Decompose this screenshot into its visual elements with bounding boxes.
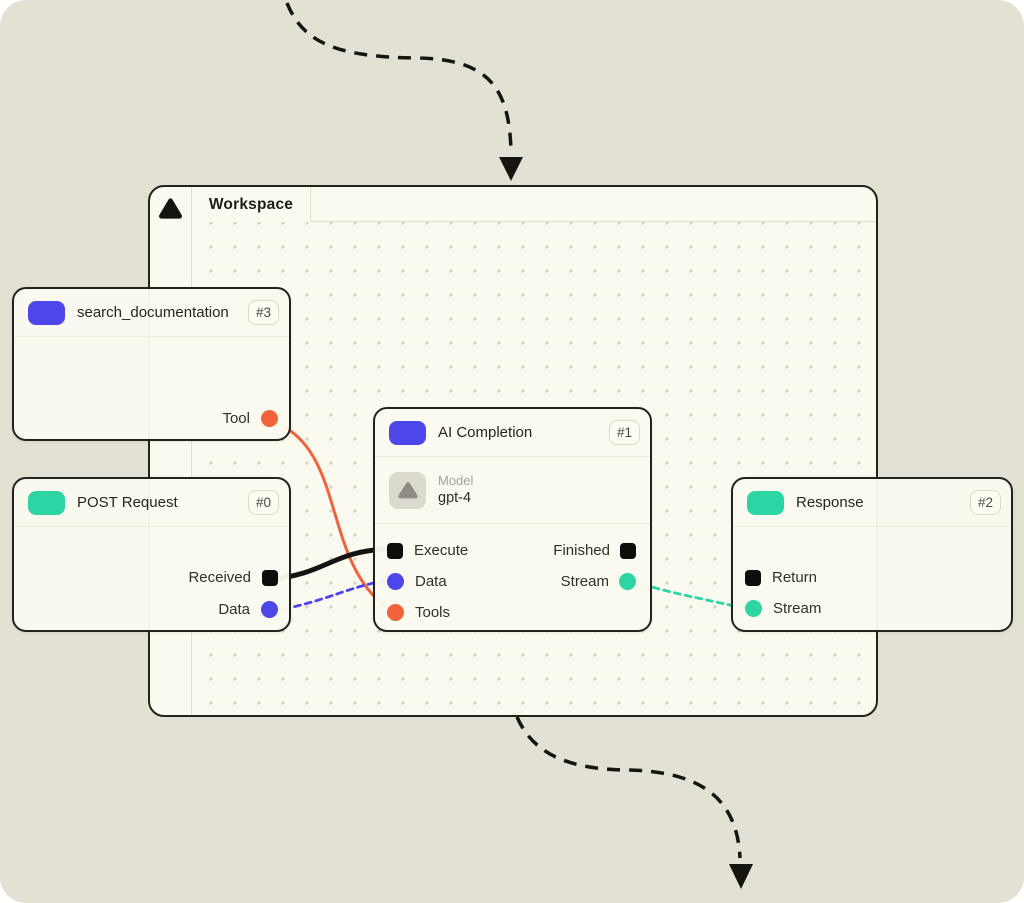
port-row: Execute Finished — [387, 535, 636, 566]
node-title: POST Request — [77, 494, 178, 511]
tab-workspace[interactable]: Workspace — [192, 187, 311, 222]
node-ai-completion[interactable]: AI Completion #1 Model gpt-4 Execute — [373, 407, 652, 632]
outgoing-flow-arrow — [515, 716, 742, 859]
output-row-data: Data — [218, 594, 278, 625]
tabbar-divider — [311, 221, 876, 222]
tab-bar: Workspace — [192, 187, 876, 222]
node-id-badge: #3 — [247, 300, 279, 325]
node-post-request[interactable]: POST Request #0 Received Data — [12, 477, 291, 632]
node-response[interactable]: Response #2 Return Stream — [731, 477, 1013, 632]
input-row-return: Return — [745, 562, 817, 593]
node-type-icon — [28, 490, 65, 515]
incoming-flow-arrowhead — [499, 157, 523, 181]
sidebar-rail — [150, 187, 192, 715]
port-label: Stream — [773, 600, 822, 617]
app-logo-triangle-icon[interactable] — [158, 197, 183, 715]
output-row-received: Received — [188, 562, 278, 593]
node-type-icon — [747, 490, 784, 515]
node-header[interactable]: AI Completion #1 — [375, 409, 650, 457]
port-label: Received — [188, 569, 251, 586]
node-title: search_documentation — [77, 304, 229, 321]
port-row: Data Stream — [387, 566, 636, 597]
node-title: AI Completion — [438, 424, 533, 441]
incoming-flow-arrow — [285, 2, 513, 151]
ports-section: Execute Finished Data Stream — [375, 524, 650, 628]
node-type-icon — [389, 420, 426, 445]
input-port-execute[interactable] — [387, 542, 403, 559]
port-label: Return — [772, 569, 818, 586]
input-port-stream[interactable] — [745, 600, 762, 617]
port-label: Execute — [414, 542, 469, 559]
output-port-data[interactable] — [261, 601, 278, 618]
node-id-badge: #2 — [969, 490, 1001, 515]
model-field-value[interactable]: gpt-4 — [438, 490, 472, 507]
model-field[interactable]: Model gpt-4 — [375, 457, 650, 524]
input-port-tools[interactable] — [387, 604, 404, 621]
port-label: Data — [218, 601, 250, 618]
port-label: Tool — [222, 410, 250, 427]
node-type-icon — [28, 300, 65, 325]
port-label: Tools — [415, 604, 451, 621]
port-label: Finished — [553, 542, 610, 559]
model-field-label: Model — [438, 472, 474, 488]
port-row: Tools — [387, 597, 636, 628]
input-port-return[interactable] — [745, 569, 761, 586]
output-port-tool[interactable] — [261, 410, 278, 427]
node-id-badge: #0 — [247, 490, 279, 515]
node-title: Response — [796, 494, 864, 511]
node-search-documentation[interactable]: search_documentation #3 Tool — [12, 287, 291, 441]
output-port-stream[interactable] — [619, 573, 636, 590]
node-id-badge: #1 — [608, 420, 640, 445]
port-label: Data — [415, 573, 447, 590]
input-row-stream: Stream — [745, 593, 821, 624]
output-port-received[interactable] — [262, 569, 278, 586]
output-port-finished[interactable] — [620, 542, 636, 559]
tab-workspace-label: Workspace — [208, 195, 294, 213]
node-header[interactable]: search_documentation #3 — [14, 289, 289, 337]
model-triangle-icon — [389, 471, 426, 509]
outgoing-flow-arrowhead — [729, 864, 753, 889]
port-label: Stream — [560, 573, 609, 590]
node-header[interactable]: POST Request #0 — [14, 479, 289, 527]
node-header[interactable]: Response #2 — [733, 479, 1011, 527]
input-port-data[interactable] — [387, 573, 404, 590]
output-row-tool: Tool — [222, 403, 278, 434]
